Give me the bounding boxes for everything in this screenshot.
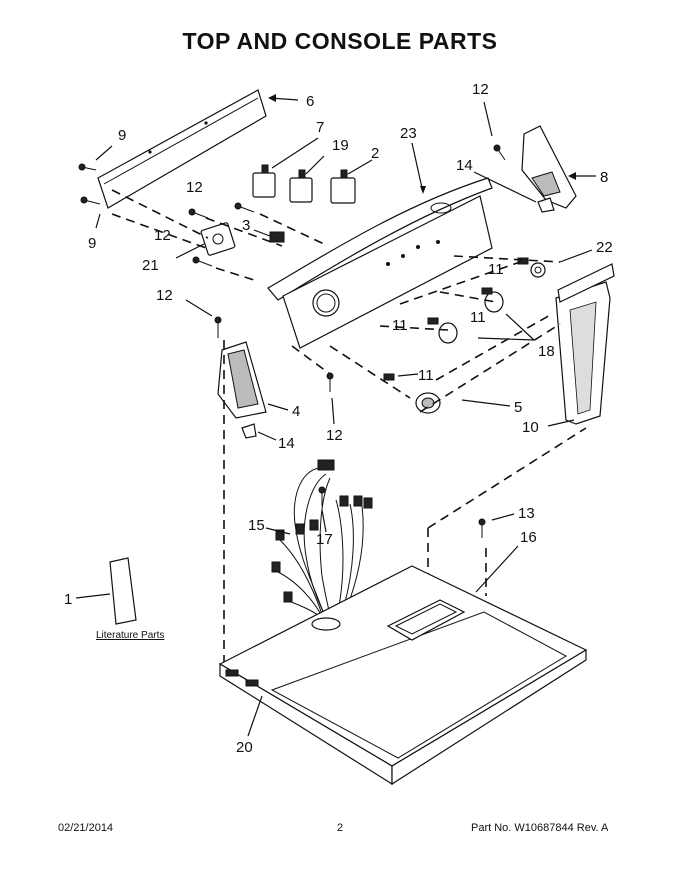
screw-12-top-right [483,101,506,161]
callout-11: 11 [470,309,486,326]
console-rear-bracket [97,89,299,209]
screw-12-mid [185,299,222,338]
callout-4: 4 [292,403,300,420]
callout-15: 15 [248,517,265,534]
terminal-3 [253,229,285,243]
callout-20: 20 [236,739,253,756]
callout-2: 2 [371,145,379,162]
callout-12: 12 [186,179,203,196]
switch-2 [330,159,373,204]
lint-screen [547,263,615,427]
assembly-guide-lines [111,189,587,676]
callout-5: 5 [514,399,522,416]
callout-19: 19 [332,137,349,154]
callout-23: 23 [400,125,417,142]
screw-12-left-b [188,208,209,219]
end-cap-4 [217,341,289,419]
rotary-switch-21 [175,222,236,259]
switch-19 [289,155,325,203]
callout-12: 12 [154,227,171,244]
callout-17: 17 [316,531,333,548]
callout-9: 9 [118,127,126,144]
page-title: TOP AND CONSOLE PARTS [182,28,498,54]
clip-14-bottom [241,423,277,441]
callout-labels: 6 9 9 7 19 2 23 12 14 8 12 3 12 21 12 22… [64,81,613,756]
callout-9: 9 [88,235,96,252]
end-cap-bracket [521,125,596,209]
callout-12: 12 [326,427,343,444]
callout-14: 14 [456,157,473,174]
callout-6: 6 [306,93,314,110]
callout-11: 11 [488,261,504,278]
callout-8: 8 [600,169,608,186]
footer-part-number: Part No. W10687844 Rev. A [471,822,609,834]
callout-13: 13 [518,505,535,522]
callout-1: 1 [64,591,72,608]
callout-10: 10 [522,419,539,436]
callout-11: 11 [418,367,434,384]
literature-booklet: Literature Parts [75,557,164,641]
callout-16: 16 [520,529,537,546]
screw-12-left-a [234,202,255,213]
clip-11-c [481,287,493,295]
callout-11: 11 [392,317,408,334]
callout-21: 21 [142,257,159,274]
grommet-22 [530,249,593,278]
callout-3: 3 [242,217,250,234]
wire-harness [265,459,373,625]
switch-7 [252,137,319,198]
screw-12-bottom [326,372,335,425]
clip-11-a [517,257,529,265]
footer-date: 02/21/2014 [58,822,114,834]
footer-page-number: 2 [337,822,344,834]
clip-14-top [473,171,555,213]
literature-parts-label: Literature Parts [96,630,164,641]
screw-12-left-c [192,256,213,267]
screw-13 [478,513,515,538]
knob-5 [415,392,511,414]
clip-11-d [383,373,419,381]
console-panel [267,142,493,349]
callout-12: 12 [472,81,489,98]
callout-14: 14 [278,435,295,452]
knob-18-a [438,322,458,344]
screw-9-upper [78,145,113,171]
callout-22: 22 [596,239,613,256]
callout-18: 18 [538,343,555,360]
callout-12: 12 [156,287,173,304]
screw-9-lower [80,196,101,229]
top-panel [218,545,588,786]
knob-18-b [484,291,504,313]
clip-11-b [427,317,439,325]
callout-7: 7 [316,119,324,136]
